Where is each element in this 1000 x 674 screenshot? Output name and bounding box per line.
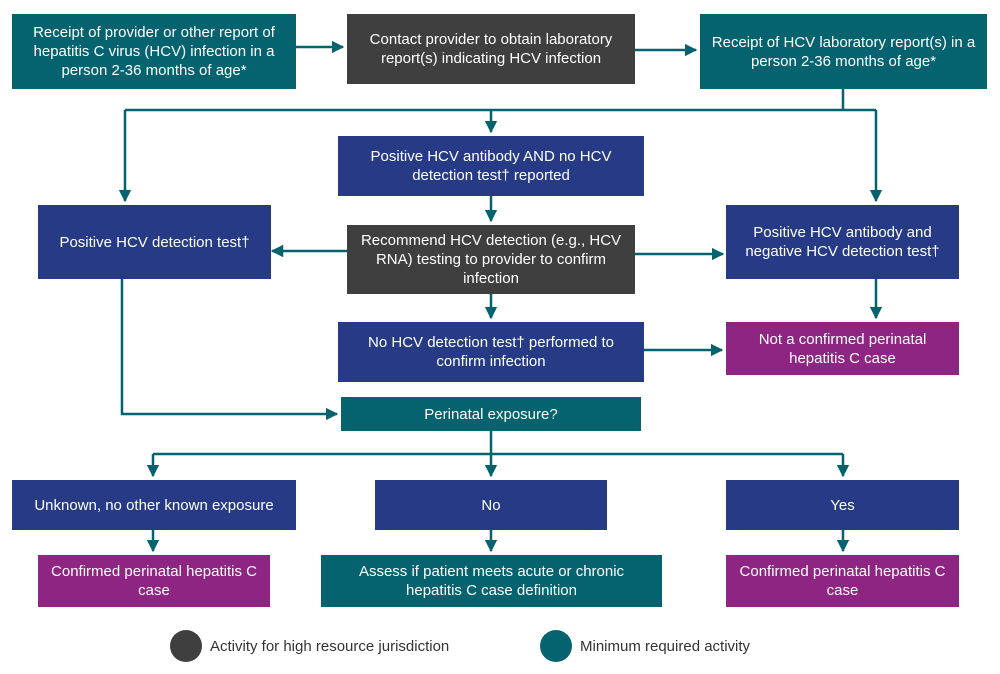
node-label: No bbox=[481, 496, 501, 514]
legend-gray-dot-icon bbox=[170, 630, 202, 662]
legend-minimum-required: Minimum required activity bbox=[540, 630, 750, 662]
node-confirmed-right: Confirmed perinatal hepatitis C case bbox=[726, 555, 959, 607]
node-unknown-exposure: Unknown, no other known exposure bbox=[12, 480, 296, 530]
node-pos-detection: Positive HCV detection test† bbox=[38, 205, 271, 279]
legend-teal-dot-icon bbox=[540, 630, 572, 662]
node-confirmed-left: Confirmed perinatal hepatitis C case bbox=[38, 555, 270, 607]
node-label: Receipt of provider or other report of h… bbox=[33, 24, 275, 79]
node-recommend-detection: Recommend HCV detection (e.g., HCV RNA) … bbox=[347, 225, 635, 294]
node-label: No HCV detection test† performed to conf… bbox=[368, 334, 614, 370]
node-label: Unknown, no other known exposure bbox=[34, 496, 274, 514]
node-label: Contact provider to obtain laboratory re… bbox=[369, 31, 613, 67]
node-label: Positive HCV antibody and negative HCV d… bbox=[745, 224, 940, 260]
node-pos-antibody-neg-detect: Positive HCV antibody and negative HCV d… bbox=[726, 205, 959, 279]
node-label: Positive HCV antibody AND no HCV detecti… bbox=[370, 148, 612, 184]
node-label: Recommend HCV detection (e.g., HCV RNA) … bbox=[360, 232, 622, 287]
node-assess-acute-chronic: Assess if patient meets acute or chronic… bbox=[321, 555, 662, 607]
legend-label: Minimum required activity bbox=[580, 637, 751, 655]
legend-high-resource: Activity for high resource jurisdiction bbox=[170, 630, 449, 662]
node-no: No bbox=[375, 480, 607, 530]
node-label: Confirmed perinatal hepatitis C case bbox=[51, 563, 257, 599]
node-no-detection-performed: No HCV detection test† performed to conf… bbox=[338, 322, 644, 382]
node-label: Receipt of HCV laboratory report(s) in a… bbox=[711, 33, 976, 70]
node-contact-provider: Contact provider to obtain laboratory re… bbox=[347, 14, 635, 84]
node-perinatal-exposure: Perinatal exposure? bbox=[341, 397, 641, 431]
node-pos-antibody-no-detect: Positive HCV antibody AND no HCV detecti… bbox=[338, 136, 644, 196]
node-label: Positive HCV detection test† bbox=[59, 233, 250, 251]
node-label: Yes bbox=[830, 496, 855, 514]
node-label: Assess if patient meets acute or chronic… bbox=[358, 563, 625, 599]
arrow-pos-detection-to-exposure bbox=[120, 279, 339, 421]
node-receipt-provider: Receipt of provider or other report of h… bbox=[12, 14, 296, 89]
legend-label: Activity for high resource jurisdiction bbox=[210, 637, 450, 655]
node-yes: Yes bbox=[726, 480, 959, 530]
node-label: Not a confirmed perinatal hepatitis C ca… bbox=[758, 330, 927, 367]
node-label: Perinatal exposure? bbox=[424, 405, 558, 423]
node-label: Confirmed perinatal hepatitis C case bbox=[739, 563, 946, 599]
node-not-confirmed: Not a confirmed perinatal hepatitis C ca… bbox=[726, 322, 959, 375]
node-receipt-lab: Receipt of HCV laboratory report(s) in a… bbox=[700, 14, 987, 89]
